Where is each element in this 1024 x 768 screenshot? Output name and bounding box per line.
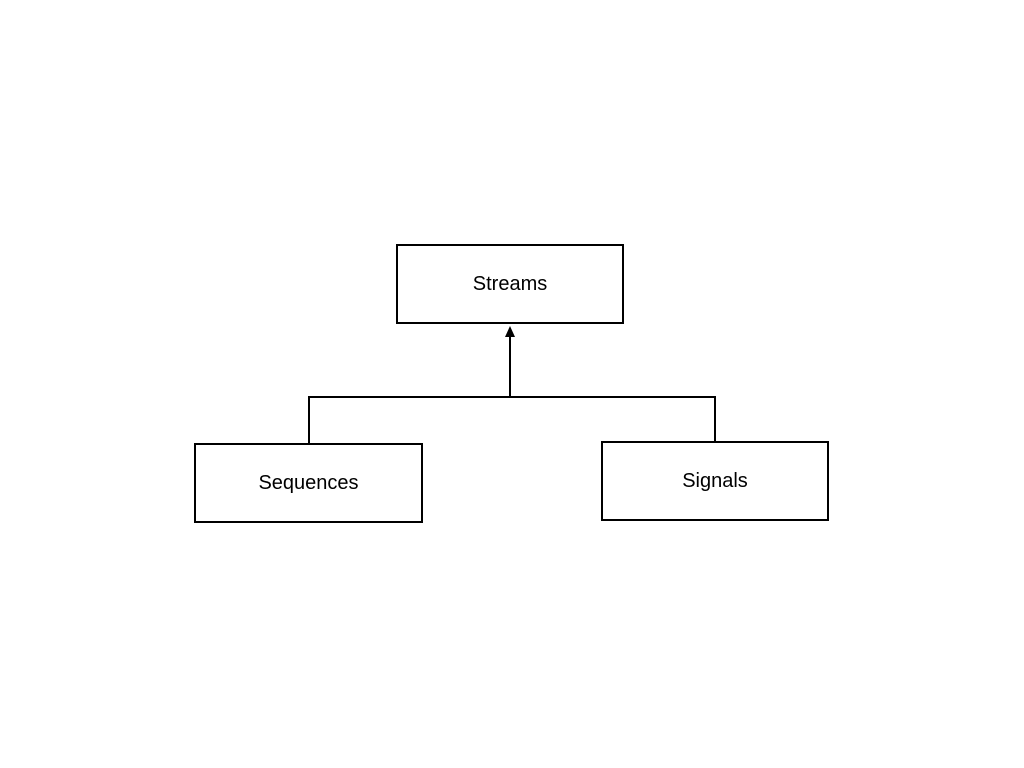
node-sequences-label: Sequences bbox=[258, 472, 359, 494]
node-signals[interactable]: Signals bbox=[601, 441, 829, 521]
node-streams[interactable]: Streams bbox=[396, 244, 624, 324]
arrowhead-icon bbox=[505, 326, 515, 337]
node-streams-label: Streams bbox=[472, 273, 548, 295]
node-signals-label: Signals bbox=[682, 470, 748, 492]
node-sequences[interactable]: Sequences bbox=[194, 443, 423, 523]
